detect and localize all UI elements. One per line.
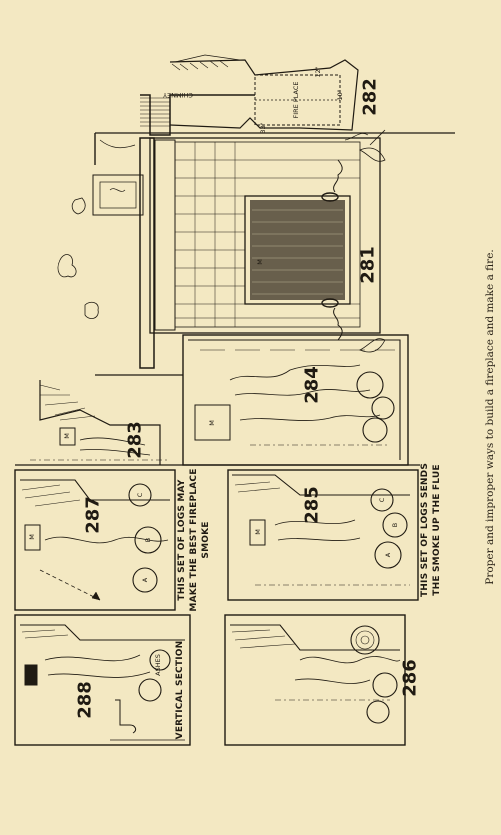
figure-number-287: 287 <box>82 496 104 534</box>
fig282-fireplace-label: FIRE PLACE <box>292 81 300 119</box>
fig282-dimension-3: 10" <box>336 89 344 101</box>
fig285-note-line1: THIS SET OF LOGS SENDS <box>420 462 430 598</box>
fig283-mantel-letter: M <box>63 433 71 439</box>
fig288-vertical-section-label: VERTICAL SECTION <box>175 640 185 740</box>
fig287-mantel-letter: M <box>28 534 36 540</box>
figure-number-282: 282 <box>359 78 381 116</box>
fig285-log-letter-a: A <box>384 552 392 558</box>
figure-number-288: 288 <box>74 681 96 719</box>
figure-282-drawing <box>140 54 359 136</box>
fig287-note-line1: THIS SET OF LOGS MAY <box>177 479 187 601</box>
figure-number-286: 286 <box>399 659 421 697</box>
figure-285-drawing <box>232 474 410 586</box>
fig285-log-letter-c: C <box>378 497 386 503</box>
figure-number-281: 281 <box>357 246 379 284</box>
fig284-mantel-letter: M <box>208 420 216 426</box>
figure-number-283: 283 <box>124 421 146 459</box>
figure-number-285: 285 <box>301 486 323 524</box>
fig285-note-line2: THE SMOKE UP THE FLUE <box>432 464 442 596</box>
fig282-dimension-2: 12" <box>314 66 322 78</box>
figure-284-drawing <box>188 339 401 460</box>
fig287-log-letter-a: A <box>141 577 149 583</box>
fig282-dimension-1: 33" <box>259 122 267 134</box>
page-caption: Proper and improper ways to build a fire… <box>484 249 496 585</box>
fig287-log-letter-b: B <box>144 537 152 543</box>
fig287-note-line2: MAKE THE BEST FIREPLACE <box>189 468 199 612</box>
figure-286-drawing <box>230 624 401 724</box>
fig287-note-line3: SMOKE <box>201 521 211 559</box>
fig281-mantel-letter: M <box>256 259 264 265</box>
fig285-log-letter-b: B <box>391 522 399 528</box>
figure-287-drawing <box>20 479 170 601</box>
fig282-chimney-label: CHIMNEY <box>163 91 193 99</box>
figure-281-drawing <box>57 129 386 369</box>
fig288-ashes-label: ASHES <box>154 654 162 676</box>
fig287-log-letter-c: C <box>136 492 144 498</box>
fig285-mantel-letter: M <box>254 529 262 535</box>
figure-number-284: 284 <box>301 366 323 404</box>
figure-288-drawing <box>20 624 185 741</box>
figure-283-drawing <box>30 380 170 465</box>
